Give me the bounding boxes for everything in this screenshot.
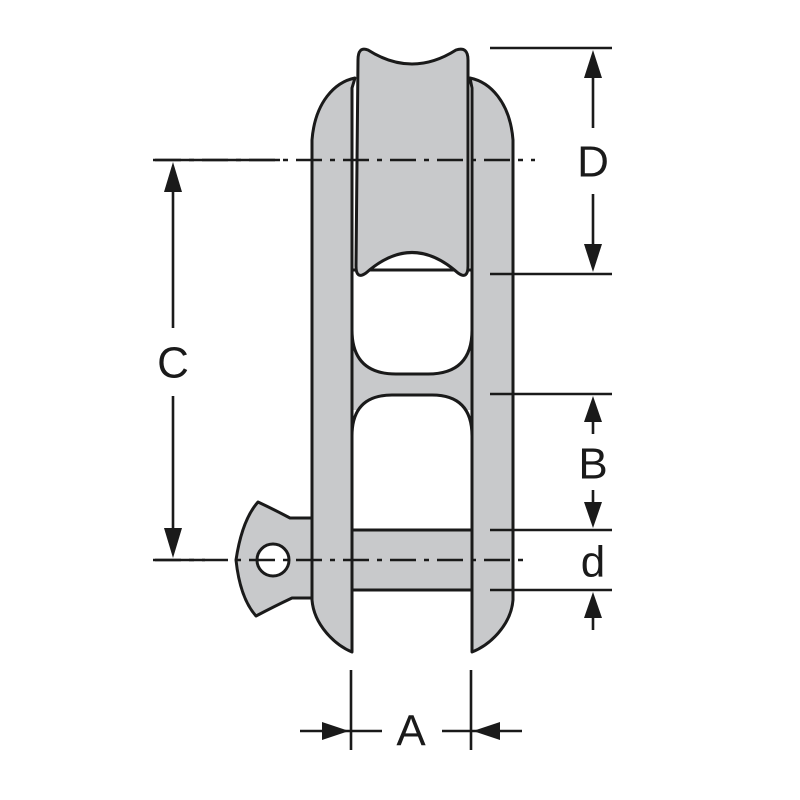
a-arrow-left-icon — [473, 722, 500, 740]
dimension-label-c: C — [157, 339, 189, 388]
left-side-plate — [310, 76, 357, 654]
dimension-label-A: A — [396, 707, 426, 756]
lower-window — [350, 393, 474, 532]
shackle-body — [310, 76, 515, 654]
dimension-label-d: d — [581, 538, 605, 587]
dimension-pin-d: d — [490, 538, 612, 630]
c-arrow-up-icon — [164, 162, 182, 192]
c-arrow-down-icon — [164, 528, 182, 558]
dimension-label-D: D — [577, 138, 609, 187]
b-arrow-down-icon — [584, 502, 602, 528]
dimension-c: C — [153, 158, 280, 562]
dimension-b: B — [490, 392, 612, 532]
pin-d-arrow-up-icon — [584, 592, 602, 618]
dimension-d: D — [490, 46, 612, 276]
right-side-plate — [468, 76, 515, 654]
d-upper-arrow-up-icon — [584, 50, 602, 78]
dimension-label-B: B — [578, 440, 607, 489]
upper-window — [350, 268, 474, 376]
sheave — [350, 47, 474, 277]
sheave-body — [354, 47, 470, 277]
b-arrow-up-icon — [584, 396, 602, 422]
dimension-a: A — [300, 670, 522, 756]
d-upper-arrow-down-icon — [584, 244, 602, 272]
a-arrow-right-icon — [322, 722, 349, 740]
